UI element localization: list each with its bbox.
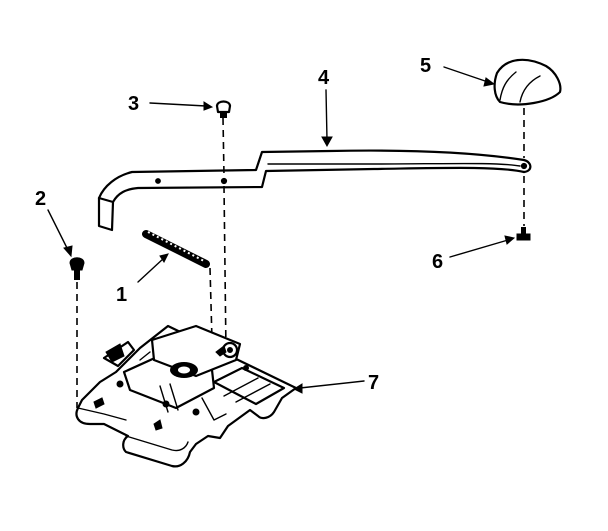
callout-7: 7 <box>368 372 379 394</box>
part-6-screw <box>516 227 531 241</box>
callout-labels: 1 2 3 4 5 6 7 <box>35 55 443 394</box>
part-3-screw <box>215 100 232 118</box>
part-4-lever <box>97 149 532 232</box>
callout-2: 2 <box>35 188 46 210</box>
callout-1: 1 <box>116 284 127 306</box>
part-5-knob <box>493 58 562 106</box>
callout-4: 4 <box>318 67 330 89</box>
part-7-base-assembly <box>75 324 298 468</box>
part-2-screw <box>69 257 85 280</box>
callout-3: 3 <box>128 93 139 115</box>
part-1-spring <box>142 230 210 268</box>
callout-6: 6 <box>432 251 443 273</box>
callout-5: 5 <box>420 55 431 77</box>
leader-arrows <box>47 66 516 394</box>
assembly-lines <box>76 108 525 408</box>
